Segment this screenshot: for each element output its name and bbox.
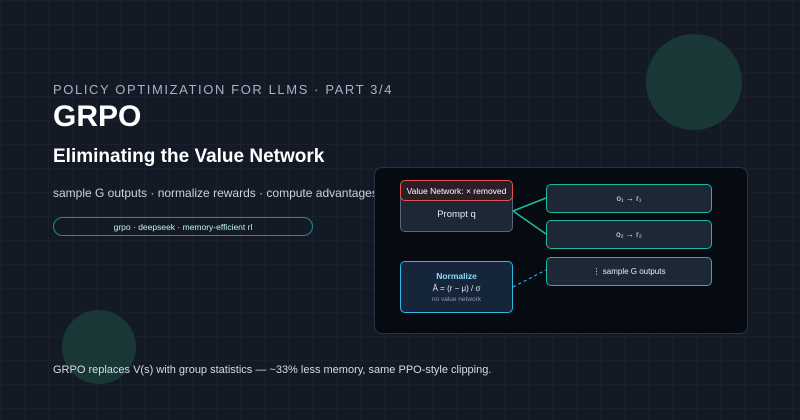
normalize-node: Normalize Â = (r − μ) / σ no value netwo… xyxy=(400,261,513,313)
output-node-1: o₁ → r₁ xyxy=(546,184,712,213)
page-title: GRPO xyxy=(53,100,142,133)
tags-pill: grpo · deepseek · memory-efficient rl xyxy=(53,217,313,236)
normalize-title: Normalize xyxy=(436,271,477,281)
decorative-circle xyxy=(62,310,136,384)
footer-note: GRPO replaces V(s) with group statistics… xyxy=(53,364,492,376)
normalize-note: no value network xyxy=(431,296,482,303)
edge-prompt-o1 xyxy=(512,197,547,212)
edge-prompt-o2 xyxy=(512,210,547,235)
tagline: sample G outputs · normalize rewards · c… xyxy=(53,186,378,200)
output-node-2: o₂ → r₂ xyxy=(546,220,712,249)
decorative-circle xyxy=(646,34,742,130)
page-subtitle: Eliminating the Value Network xyxy=(53,146,325,167)
normalize-formula: Â = (r − μ) / σ xyxy=(432,284,481,293)
edge-outputs-normalize xyxy=(512,269,547,288)
sample-outputs-node: ⋮ sample G outputs xyxy=(546,257,712,286)
value-network-removed-badge: Value Network: × removed xyxy=(400,180,513,201)
series-label: POLICY OPTIMIZATION FOR LLMS · PART 3/4 xyxy=(53,82,394,97)
